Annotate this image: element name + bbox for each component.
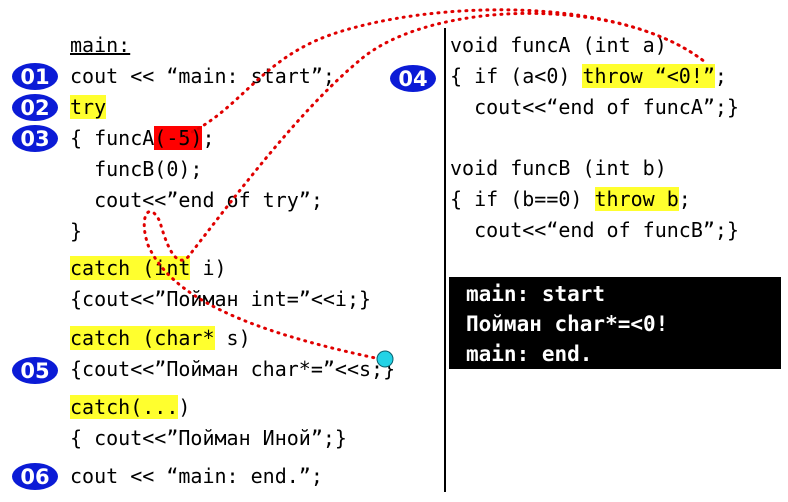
step-badge-02: 02 [12,94,58,121]
main-label: main: [70,33,131,57]
funcB-throw-line: { if (b==0) throw b; [450,187,691,211]
catch-int-line: catch (int i) [70,256,227,280]
step-badge-01: 01 [12,63,58,90]
throw-string-highlight: throw “<0!” [582,64,715,88]
code-line-funcB-call: funcB(0); [70,157,203,181]
catch-all-highlight: catch(... [70,395,179,419]
catch-all-body: { cout<<”Пойман Иной”;} [70,426,347,450]
code-line-main-start: cout << “main: start”; [70,64,335,88]
code-line-close-brace: } [70,219,83,243]
funcB-signature: void funcB (int b) [450,156,667,180]
catch-char-body: {cout<<”Пойман char*=”<<s;} [70,357,396,381]
console-line-2: Пойман char*=<0! [466,312,669,336]
step-badge-03: 03 [12,125,58,152]
catch-target-marker [376,350,394,368]
catch-char-line: catch (char* s) [70,326,251,350]
catch-int-highlight: catch (int [70,256,191,280]
code-line-funcA-call: { funcA(-5); [70,126,215,150]
funcA-end-line: cout<<“end of funcA”;} [450,95,739,119]
funcA-arg-highlight: (-5) [154,126,203,150]
catch-int-body: {cout<<”Пойман int=”<<i;} [70,287,372,311]
code-line-end-of-try: cout<<”end of try”; [70,188,323,212]
funcB-end-line: cout<<“end of funcB”;} [450,218,739,242]
code-line-try: try [70,92,107,123]
funcA-signature: void funcA (int a) [450,33,667,57]
throw-int-highlight: throw b [594,187,679,211]
column-divider [444,28,446,492]
console-line-1: main: start [466,282,606,306]
try-highlight: try [70,95,107,119]
step-badge-05: 05 [12,357,58,384]
catch-all-line: catch(...) [70,395,191,419]
console-line-3: main: end. [466,342,593,366]
step-badge-06: 06 [12,463,58,490]
code-line-main-end: cout << “main: end.”; [70,464,323,488]
funcA-throw-line: { if (a<0) throw “<0!”; [450,64,727,88]
step-badge-04: 04 [390,65,436,92]
catch-char-highlight: catch (char* [70,326,215,350]
control-flow-arrow [142,8,706,362]
